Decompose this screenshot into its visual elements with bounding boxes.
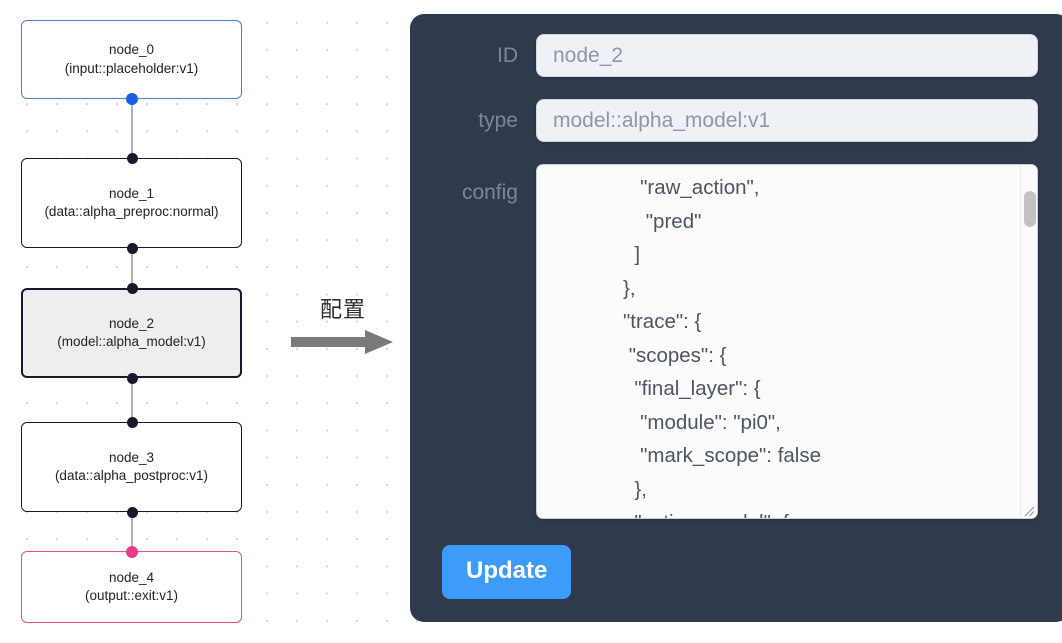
edge-node0-node1: [131, 92, 133, 164]
node-handle-node_2-source[interactable]: [126, 373, 138, 384]
node-handle-node_1-source[interactable]: [126, 243, 138, 254]
id-input[interactable]: node_2: [536, 34, 1038, 77]
edge-node1-node2: [131, 242, 133, 294]
node-handle-node_4-target[interactable]: [126, 546, 138, 558]
config-scrollbar-thumb[interactable]: [1023, 191, 1036, 227]
node-handle-node_2-target[interactable]: [126, 283, 138, 294]
type-field-row: type model::alpha_model:v1: [424, 99, 1038, 142]
graph-node-label: node_4(output::exit:v1): [84, 569, 179, 604]
edge-node3-node4: [131, 506, 133, 557]
node-handle-node_3-source[interactable]: [126, 507, 138, 518]
node-handle-node_1-target[interactable]: [126, 153, 138, 164]
update-button[interactable]: Update: [442, 545, 572, 599]
id-field-row: ID node_2: [424, 34, 1038, 77]
id-field-label: ID: [497, 43, 518, 67]
graph-node-node_3[interactable]: node_3(data::alpha_postproc:v1): [21, 422, 242, 512]
graph-node-label: node_2(model::alpha_model:v1): [57, 315, 206, 350]
graph-node-node_2[interactable]: node_2(model::alpha_model:v1): [21, 288, 242, 378]
resize-grip-icon[interactable]: [1021, 503, 1035, 517]
node-handle-node_3-target[interactable]: [126, 417, 138, 428]
annotation-arrow-group: 配置: [291, 298, 395, 360]
annotation-label: 配置: [319, 298, 366, 323]
graph-node-node_0[interactable]: node_0(input::placeholder:v1): [21, 20, 242, 99]
edge-node2-node3: [131, 372, 133, 428]
config-field-label: config: [461, 181, 518, 204]
type-input[interactable]: model::alpha_model:v1: [536, 99, 1038, 142]
type-field-label: type: [478, 108, 518, 132]
graph-node-label: node_3(data::alpha_postproc:v1): [54, 449, 209, 484]
graph-node-node_1[interactable]: node_1(data::alpha_preproc:normal): [21, 158, 242, 248]
graph-node-label: node_0(input::placeholder:v1): [64, 42, 199, 76]
right-arrow-icon: [291, 330, 393, 354]
node-graph-canvas[interactable]: node_0(input::placeholder:v1) node_1(dat…: [0, 0, 400, 643]
graph-node-node_4[interactable]: node_4(output::exit:v1): [21, 551, 242, 623]
node-handle-node_0-source[interactable]: [126, 93, 138, 105]
node-config-panel: ID node_2 type model::alpha_model:v1 con…: [410, 14, 1062, 622]
config-textarea[interactable]: "raw_action", "pred" ] }, "trace": { "sc…: [536, 164, 1038, 519]
config-field-row: config "raw_action", "pred" ] }, "trace"…: [424, 164, 1038, 519]
config-scrollbar[interactable]: [1020, 165, 1037, 518]
graph-node-label: node_1(data::alpha_preproc:normal): [44, 185, 219, 220]
config-textarea-content[interactable]: "raw_action", "pred" ] }, "trace": { "sc…: [623, 176, 821, 518]
